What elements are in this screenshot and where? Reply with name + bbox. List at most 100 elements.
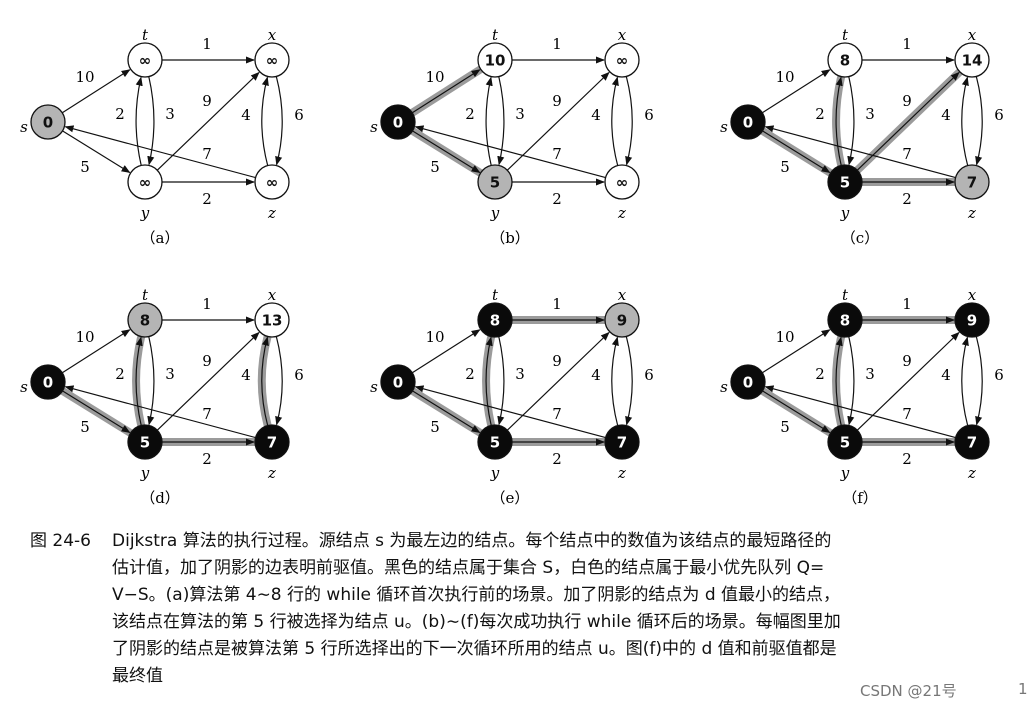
caption-line: 估计值，加了阴影的边表明前驱值。黑色的结点属于集合 S，白色的结点属于最小优先队… [112,558,825,578]
caption-line: 该结点在算法的第 5 行被选择为结点 u。(b)∼(f)每次成功执行 while… [112,612,841,632]
page-number: 1 [1018,680,1028,698]
node-name: x [268,286,277,304]
node-name: t [842,286,849,304]
edge-y-t [835,76,843,166]
edge-t-y [847,76,855,166]
edge-z-x [611,336,619,426]
edge-weight: 2 [552,450,562,468]
figure-number: 图 24-6 [30,531,91,551]
node-distance: ∞ [616,52,629,70]
node-name: t [142,26,149,44]
edge-weight: 5 [430,158,440,176]
edge-x-z [275,336,283,426]
node-s [730,104,766,140]
node-distance: 5 [840,434,850,452]
node-distance: 5 [840,174,850,192]
edge-z-x [611,76,619,166]
node-distance: 14 [962,52,983,70]
edge-weight: 5 [430,418,440,436]
caption-line: V−S。(a)算法第 4∼8 行的 while 循环首次执行前的场景。加了阴影的… [112,585,841,605]
node-distance: 5 [490,434,500,452]
panel-label: （d） [140,489,180,507]
edge-s-t [61,69,131,114]
edge-weight: 3 [165,365,175,383]
node-y [827,424,863,460]
node-distance: 13 [262,312,283,330]
node-name: z [617,204,626,222]
edge-y-t [835,336,843,426]
node-z [604,164,640,200]
edge-weight: 5 [80,158,90,176]
edge-weight: 5 [80,418,90,436]
edge-y-t [135,336,143,426]
node-y [477,424,513,460]
edge-weight: 7 [202,405,212,423]
edge-z-s [414,385,606,439]
edge-y-x [156,331,260,431]
edge-t-y [497,336,505,426]
node-x [954,302,990,338]
node-x [954,42,990,78]
edge-z-x [961,76,969,166]
edge-weight: 4 [591,106,601,124]
edge-weight: 10 [75,328,94,346]
caption-line: 了阴影的结点是被算法第 5 行所选择出的下一次循环所用的结点 u。图(f)中的 … [112,639,837,659]
node-t [477,302,513,338]
node-name: x [968,26,977,44]
node-y [477,164,513,200]
edge-z-x [961,336,969,426]
node-name: s [720,118,728,136]
edge-s-y [62,390,131,434]
node-x [604,42,640,78]
edge-weight: 10 [425,328,444,346]
edge-weight: 3 [165,105,175,123]
node-name: y [490,204,500,222]
edge-weight: 1 [202,295,212,313]
caption-line: 最终值 [112,666,163,686]
panel-label: （a） [141,229,180,247]
edge-x-z [625,336,633,426]
node-name: s [20,118,28,136]
edge-weight: 2 [115,105,125,123]
node-distance: 5 [490,174,500,192]
node-name: y [140,204,150,222]
edge-t-y [497,76,505,166]
edge-weight: 6 [644,106,654,124]
edge-weight: 6 [644,366,654,384]
edge-y-t [485,336,493,426]
edge-weight: 9 [552,352,562,370]
edge-z-s [414,125,606,179]
edge-weight: 7 [552,405,562,423]
edge-x-z [625,76,633,166]
watermark: CSDN @21号 [860,682,957,700]
edge-weight: 7 [902,145,912,163]
node-name: y [490,464,500,482]
node-name: x [968,286,977,304]
node-distance: 0 [393,374,403,392]
edge-z-s [64,385,256,439]
edge-weight: 3 [515,365,525,383]
node-x [604,302,640,338]
edge-weight: 6 [994,366,1004,384]
edge-weight: 7 [202,145,212,163]
node-distance: ∞ [139,174,152,192]
edge-z-x [261,76,269,166]
node-distance: 0 [43,114,53,132]
edge-t-y [147,336,155,426]
edge-y-x [156,71,260,171]
edge-s-y [62,130,131,174]
node-z [954,424,990,460]
edge-weight: 2 [815,105,825,123]
node-name: t [492,26,499,44]
edge-weight: 1 [552,35,562,53]
node-distance: 0 [743,374,753,392]
node-name: s [720,378,728,396]
node-x [254,42,290,78]
edge-weight: 2 [552,190,562,208]
edge-weight: 5 [780,158,790,176]
edge-weight: 4 [241,106,251,124]
node-distance: ∞ [616,174,629,192]
node-name: z [267,464,276,482]
